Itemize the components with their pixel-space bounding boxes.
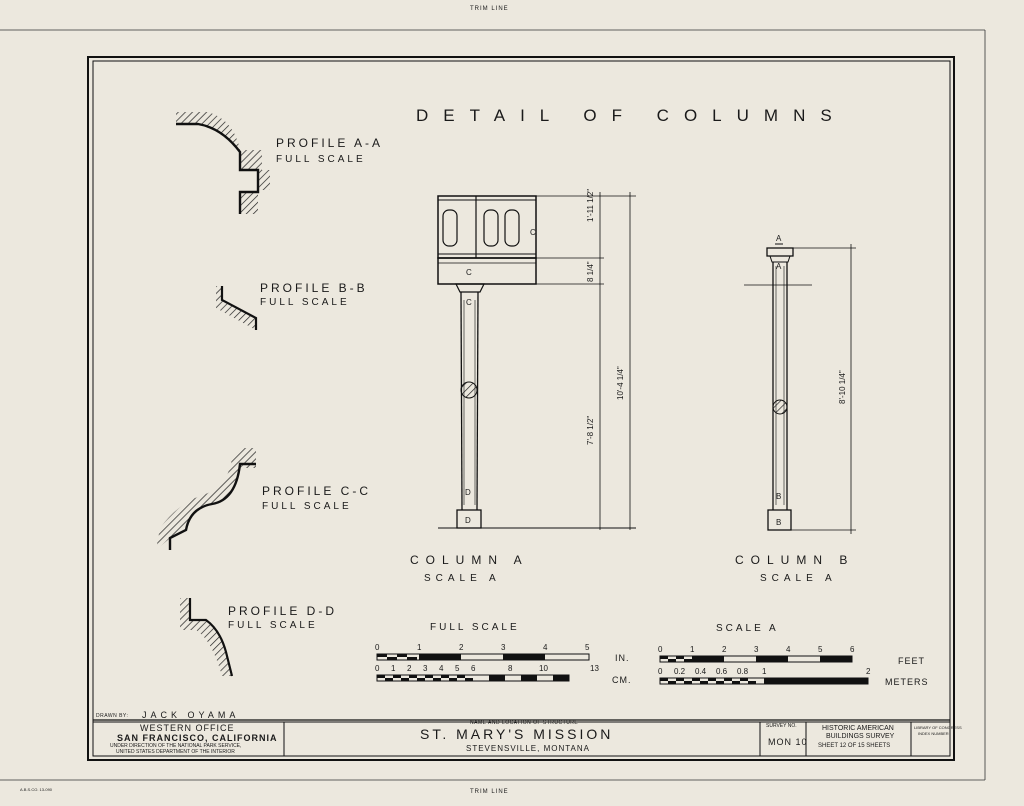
trim-line-top-label: TRIM LINE xyxy=(470,6,509,12)
cm-tick: 6 xyxy=(471,664,476,673)
cm-tick: 13 xyxy=(590,664,599,673)
survey-label: SURVEY NO. xyxy=(766,723,797,729)
trim-line-bottom-label: TRIM LINE xyxy=(470,789,509,795)
inch-tick: 4 xyxy=(543,643,548,652)
cm-tick: 3 xyxy=(423,664,428,673)
cm-tick: 4 xyxy=(439,664,444,673)
meter-tick: 0.8 xyxy=(737,667,749,676)
meter-tick: 0.2 xyxy=(674,667,686,676)
column-a-label: COLUMN A xyxy=(410,553,529,567)
drawn-by-label: DRAWN BY: xyxy=(96,713,129,719)
column-a-marker: D xyxy=(465,488,471,497)
profile-c-c-drawing xyxy=(156,448,256,550)
inch-unit: IN. xyxy=(615,653,630,663)
column-a-marker: D xyxy=(465,516,471,525)
habs-line-1: HISTORIC AMERICAN xyxy=(822,725,894,732)
column-b-marker: A xyxy=(776,234,782,243)
column-b-dim: 8'-10 1/4" xyxy=(838,370,847,404)
inch-tick: 1 xyxy=(417,643,422,652)
office-name: WESTERN OFFICE xyxy=(140,723,235,733)
structure-caption: NAME AND LOCATION OF STRUCTURE xyxy=(470,720,579,726)
inch-tick: 2 xyxy=(459,643,464,652)
column-a-marker: C xyxy=(466,298,472,307)
cm-tick: 5 xyxy=(455,664,460,673)
feet-tick: 0 xyxy=(658,645,663,654)
loc-line-2: INDEX NUMBER xyxy=(918,731,949,736)
inch-tick: 5 xyxy=(585,643,590,652)
drawing-title: DETAIL OF COLUMNS xyxy=(416,106,847,125)
cm-tick: 1 xyxy=(391,664,396,673)
feet-tick: 5 xyxy=(818,645,823,654)
profile-d-d-scale: FULL SCALE xyxy=(228,620,318,631)
cm-tick: 0 xyxy=(375,664,380,673)
footer-code: A.B.S.CO. 13-090 xyxy=(20,787,53,792)
inch-tick: 0 xyxy=(375,643,380,652)
column-b-marker: B xyxy=(776,518,782,527)
loc-line-1: LIBRARY OF CONGRESS xyxy=(914,725,962,730)
meter-tick: 0 xyxy=(658,667,663,676)
feet-tick: 2 xyxy=(722,645,727,654)
cm-tick: 2 xyxy=(407,664,412,673)
feet-unit: FEET xyxy=(898,656,926,666)
column-a-drawing xyxy=(437,192,636,530)
survey-number: MON 10 xyxy=(768,737,808,747)
column-b-label: COLUMN B xyxy=(735,553,855,567)
office-city: SAN FRANCISCO, CALIFORNIA xyxy=(117,733,278,743)
cm-unit: CM. xyxy=(612,675,632,685)
inner-border xyxy=(92,60,951,757)
full-scale-title: FULL SCALE xyxy=(430,622,520,633)
meter-tick: 0.6 xyxy=(716,667,728,676)
column-b-marker: A xyxy=(776,262,782,271)
column-b-scale: SCALE A xyxy=(760,573,837,584)
meter-tick: 2 xyxy=(866,667,871,676)
column-a-marker: C xyxy=(466,268,472,277)
feet-tick: 6 xyxy=(850,645,855,654)
column-b-marker: B xyxy=(776,492,782,501)
scale-a-bars xyxy=(659,655,869,685)
meter-unit: METERS xyxy=(885,677,929,687)
profile-b-b-drawing xyxy=(216,286,258,330)
outer-border xyxy=(87,56,955,761)
direction-line-1: UNDER DIRECTION OF THE NATIONAL PARK SER… xyxy=(110,743,242,749)
column-a-dim: 7'-8 1/2" xyxy=(586,415,595,445)
column-a-dim: 10'-4 1/4" xyxy=(616,366,625,400)
cm-tick: 8 xyxy=(508,664,513,673)
column-a-marker: C xyxy=(530,228,536,237)
full-scale-bars xyxy=(376,653,590,682)
inch-tick: 3 xyxy=(501,643,506,652)
column-a-dim: 1'-11 1/2" xyxy=(586,188,595,222)
column-a-scale: SCALE A xyxy=(424,573,501,584)
meter-tick: 1 xyxy=(762,667,767,676)
sheet-number: SHEET 12 OF 15 SHEETS xyxy=(818,743,891,749)
profile-a-a-drawing xyxy=(176,112,270,214)
column-a-dim: 8 1/4" xyxy=(586,261,595,282)
cm-tick: 10 xyxy=(539,664,548,673)
meter-tick: 0.4 xyxy=(695,667,707,676)
profile-c-c-label: PROFILE C-C xyxy=(262,484,372,498)
direction-line-2: UNITED STATES DEPARTMENT OF THE INTERIOR xyxy=(116,749,235,755)
profile-a-a-label: PROFILE A-A xyxy=(276,136,384,150)
profile-b-b-scale: FULL SCALE xyxy=(260,297,350,308)
drawn-by-name: JACK OYAMA xyxy=(142,710,240,720)
profile-d-d-drawing xyxy=(180,598,234,677)
habs-line-2: BUILDINGS SURVEY xyxy=(826,733,895,740)
scale-a-title: SCALE A xyxy=(716,623,779,634)
profile-d-d-label: PROFILE D-D xyxy=(228,604,338,618)
feet-tick: 1 xyxy=(690,645,695,654)
column-b-drawing xyxy=(744,243,856,534)
profile-a-a-scale: FULL SCALE xyxy=(276,154,366,165)
structure-location: STEVENSVILLE, MONTANA xyxy=(466,744,590,753)
structure-name: ST. MARY'S MISSION xyxy=(420,726,614,742)
profile-c-c-scale: FULL SCALE xyxy=(262,501,352,512)
feet-tick: 4 xyxy=(786,645,791,654)
profile-b-b-label: PROFILE B-B xyxy=(260,281,368,295)
title-block-frame xyxy=(93,719,950,756)
feet-tick: 3 xyxy=(754,645,759,654)
